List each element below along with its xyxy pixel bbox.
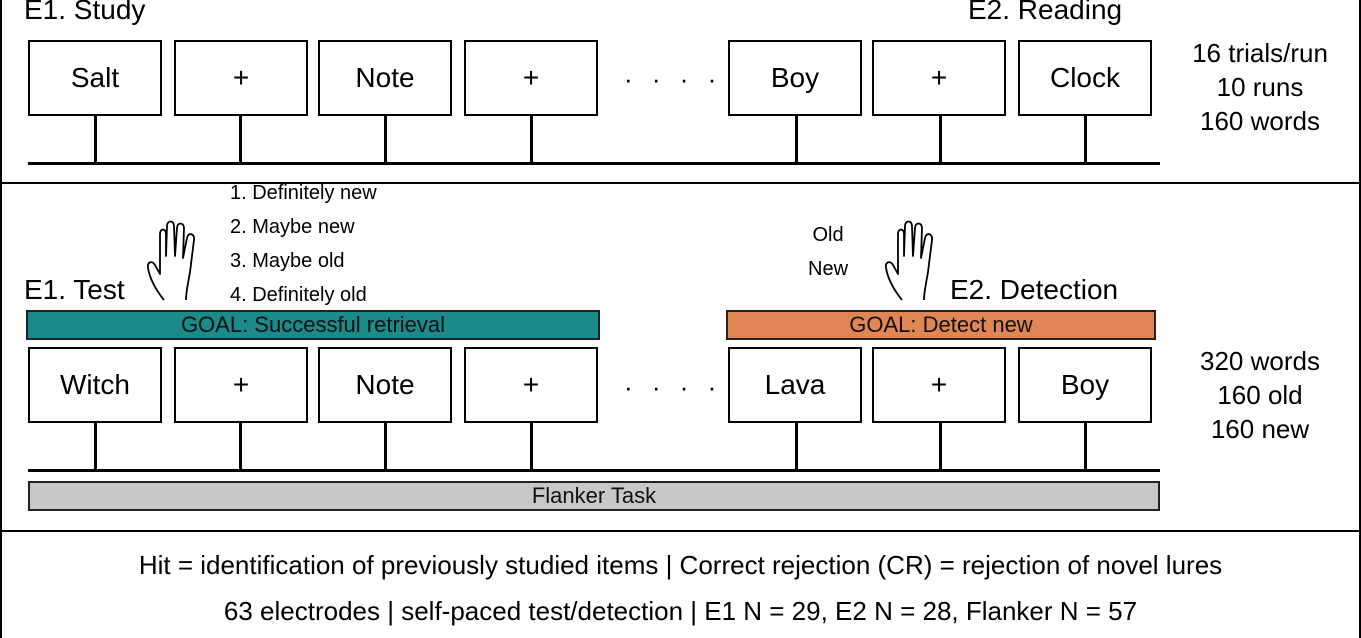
divider-line [0,182,1361,184]
test-box: Note [318,347,452,423]
test-box: Witch [28,347,162,423]
stem-line [384,421,387,471]
test-box: Boy [1018,347,1152,423]
study-box: + [464,40,598,116]
goal-banner-e2: GOAL: Detect new [726,310,1156,340]
stem-line [384,114,387,164]
stem-line [239,421,242,471]
divider-line [0,530,1361,532]
test-info: 320 words 160 old 160 new [1172,344,1348,446]
stem-line [795,114,798,164]
stem-line [939,114,942,164]
detection-label: E2. Detection [950,274,1119,305]
response-option: 4. Definitely old [230,284,367,306]
study-label: E1. Study [24,0,146,25]
ellipsis: · · · · [624,372,723,402]
test-box: + [174,347,308,423]
stem-line [530,114,533,164]
response-option: Old [812,224,844,246]
info-line: 160 words [1200,106,1320,136]
info-line: 10 runs [1216,72,1304,102]
stem-line [239,114,242,164]
goal-banner-e1: GOAL: Successful retrieval [26,310,600,340]
test-box: Lava [728,347,862,423]
frame-right [1359,0,1361,638]
timeline [28,162,1160,165]
study-info: 16 trials/run 10 runs 160 words [1172,36,1348,138]
response-option: New [808,258,849,280]
footer-line-1: Hit = identification of previously studi… [138,550,1223,580]
stem-line [1084,114,1087,164]
study-box: + [174,40,308,116]
ellipsis: · · · · [624,64,723,94]
stem-line [94,421,97,471]
study-box: + [872,40,1006,116]
test-box: + [464,347,598,423]
hand-icon [146,220,195,301]
flanker-bar: Flanker Task [28,481,1160,511]
response-option: 1. Definitely new [230,182,377,204]
study-box: Clock [1018,40,1152,116]
info-line: 320 words [1200,346,1320,376]
frame-left [0,0,2,638]
stem-line [530,421,533,471]
test-box: + [872,347,1006,423]
response-option: 2. Maybe new [230,216,355,238]
study-box: Note [318,40,452,116]
reading-label: E2. Reading [968,0,1123,25]
hand-icon [884,220,933,301]
stem-line [94,114,97,164]
response-options-e2: Old New [808,218,848,286]
study-box: Boy [728,40,862,116]
stem-line [939,421,942,471]
info-line: 160 new [1210,414,1310,444]
info-line: 160 old [1217,380,1303,410]
response-option: 3. Maybe old [230,250,345,272]
footer-line-2: 63 electrodes | self-paced test/detectio… [223,596,1138,626]
info-line: 16 trials/run [1192,38,1328,68]
test-label: E1. Test [24,274,125,305]
stem-line [795,421,798,471]
study-box: Salt [28,40,162,116]
timeline [28,469,1160,472]
stem-line [1084,421,1087,471]
response-options-e1: 1. Definitely new 2. Maybe new 3. Maybe … [230,176,377,312]
